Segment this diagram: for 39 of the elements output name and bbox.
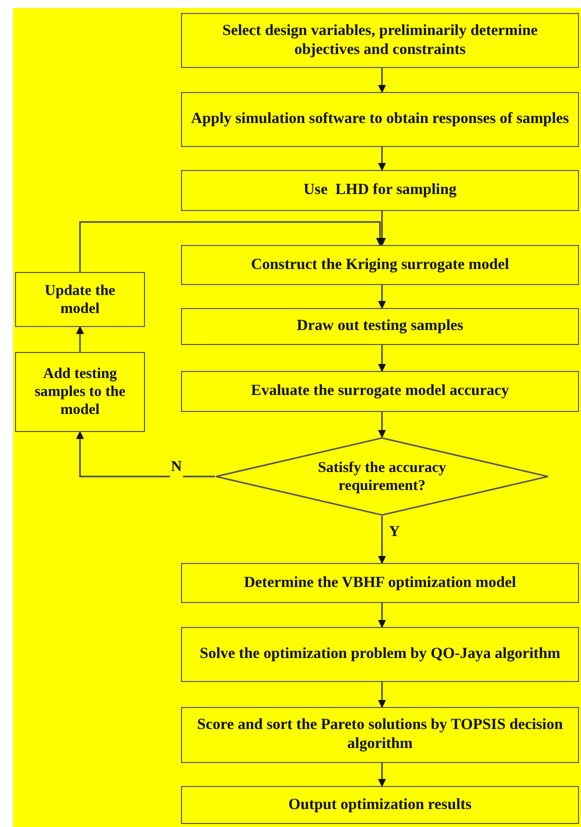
- process-box: [181, 707, 579, 763]
- process-box: [181, 170, 579, 211]
- process-box: [181, 92, 579, 147]
- arrow: [378, 285, 386, 309]
- node-text: Use LHD for sampling: [303, 181, 456, 200]
- arrow: [378, 147, 386, 171]
- arrow: [378, 763, 386, 787]
- process-box: [181, 563, 579, 603]
- node-text: Satisfy the accuracy requirement?: [316, 458, 448, 494]
- process-box: [181, 245, 579, 285]
- arrow: [378, 345, 386, 372]
- node-text: Output optimization results: [288, 796, 472, 814]
- node-text: Apply simulation software to obtain responses of samples: [191, 110, 569, 129]
- process-box: [15, 272, 145, 327]
- node-text: Evaluate the surrogate model accuracy: [251, 382, 509, 401]
- node-text: Determine the VBHF optimization model: [244, 574, 516, 592]
- node-text: Draw out testing samples: [296, 317, 464, 336]
- decision-diamond: [215, 437, 549, 516]
- arrow: [76, 326, 84, 352]
- arrow: [76, 431, 215, 478]
- arrow: [378, 603, 386, 628]
- process-box: [181, 786, 579, 824]
- arrow: [378, 516, 386, 564]
- process-box: [181, 13, 579, 68]
- node-text: Add testing samples to the model: [34, 365, 126, 419]
- arrow: [378, 412, 386, 438]
- arrow: [79, 221, 384, 272]
- arrow: [378, 68, 386, 93]
- node-text: Solve the optimization problem by QO-Jaya algorithm: [200, 645, 560, 664]
- node-text: Score and sort the Pareto solutions by TOPSIS decision algorithm: [196, 716, 564, 754]
- process-box: [181, 627, 579, 682]
- arrow: [378, 682, 386, 708]
- node-text: Construct the Kriging surrogate model: [250, 256, 510, 274]
- process-box: [181, 308, 579, 345]
- arrow: [378, 211, 386, 246]
- node-text: Update the model: [44, 282, 116, 318]
- process-box: [181, 371, 579, 412]
- node-text: Select design variables, preliminarily determine objectives and constraints: [221, 22, 539, 60]
- process-box: [15, 352, 145, 432]
